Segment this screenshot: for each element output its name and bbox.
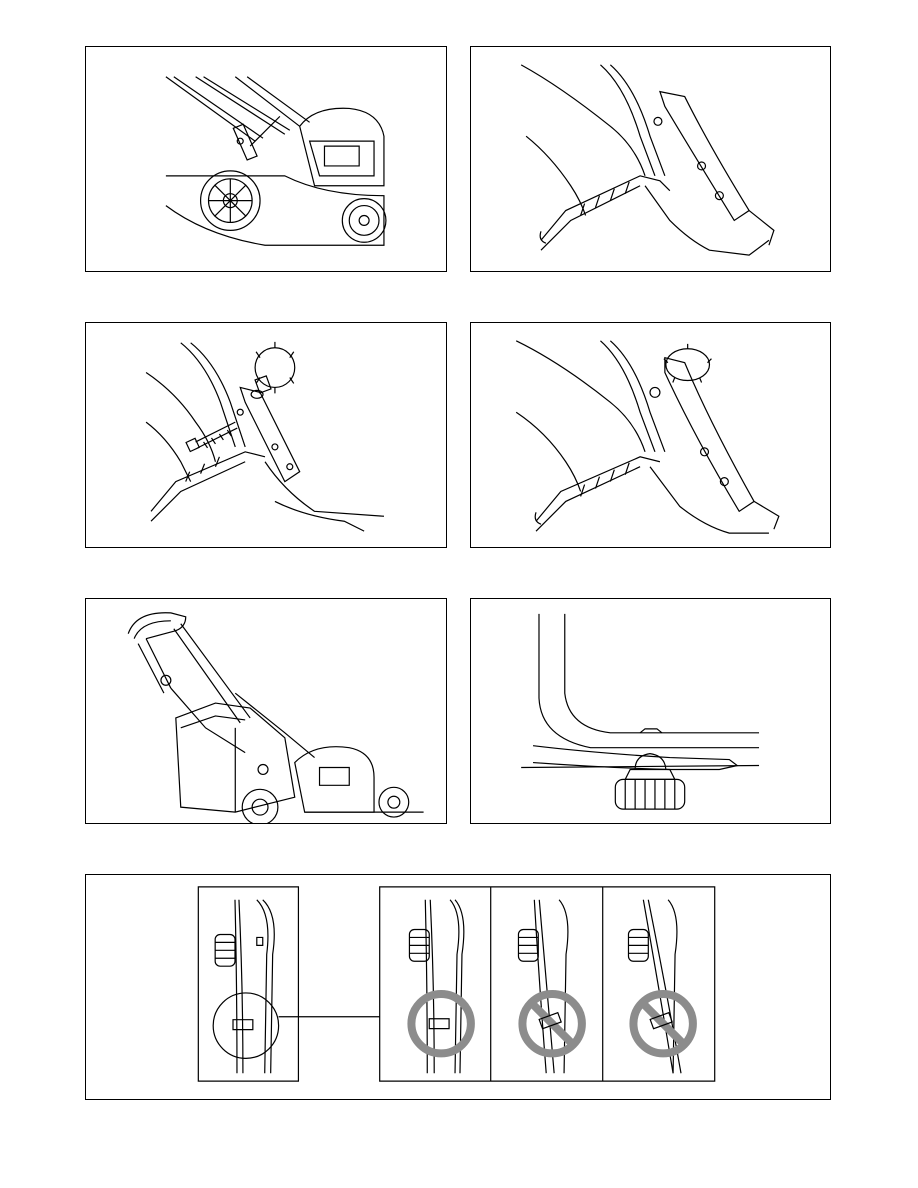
handle-knob-closeup-illustration [471, 599, 830, 823]
handle-knob-upper-icon [161, 675, 171, 685]
figure-mower-full-assembly [85, 598, 447, 824]
knob-icon [664, 344, 712, 383]
mower-rear-handle-attachment-illustration [86, 47, 446, 271]
bolt-icon [186, 422, 237, 451]
cable-clip-correct-incorrect-illustration [86, 875, 830, 1099]
figure-bolt-washer-knob [85, 322, 447, 548]
figure-handle-bracket [470, 46, 831, 272]
prohibited-icon [518, 900, 581, 1073]
detail-correct-clip [198, 887, 298, 1081]
handle-knob-lower-icon [258, 765, 268, 775]
knob-icon [255, 342, 295, 394]
prohibited-icon [628, 900, 692, 1073]
figure-mower-rear-handle-attach [85, 46, 447, 272]
mower-full-assembly-illustration [86, 599, 446, 823]
figure-knob-tightened [470, 322, 831, 548]
knob-tightened-on-bracket-illustration [471, 323, 830, 547]
knob-icon [615, 754, 684, 810]
figure-handle-knob-closeup [470, 598, 831, 824]
handle-bracket-closeup-illustration [471, 47, 830, 271]
bolt-washer-knob-exploded-illustration [86, 323, 446, 547]
figure-cable-clip-routing [85, 874, 831, 1100]
correct-icon [409, 900, 470, 1073]
